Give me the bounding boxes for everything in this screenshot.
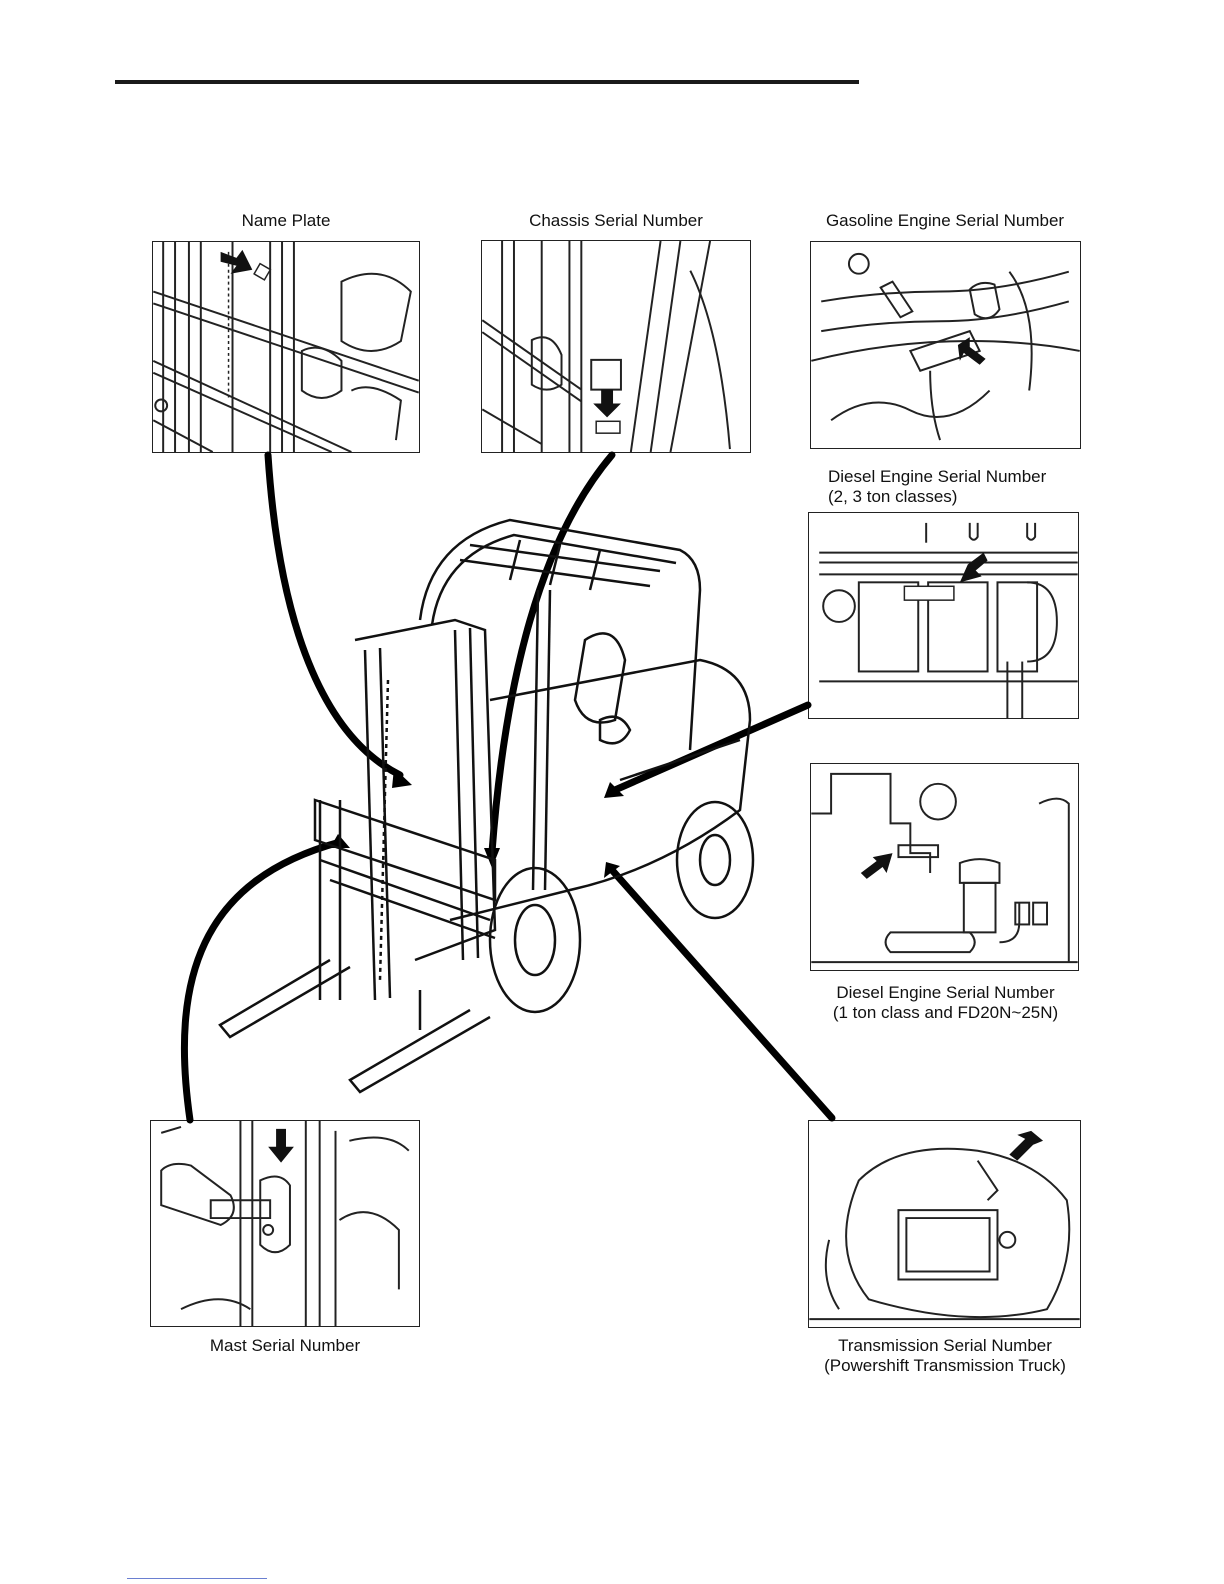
name-plate-panel (152, 241, 420, 453)
gasoline-engine-serial-label: Gasoline Engine Serial Number (805, 211, 1085, 231)
diesel-23-illustration (809, 513, 1078, 718)
diesel-engine-serial-23-label: Diesel Engine Serial Number (2, 3 ton cl… (828, 467, 1046, 507)
arrow-icon (593, 390, 621, 418)
transmission-line1: Transmission Serial Number (805, 1336, 1085, 1356)
name-plate-illustration (153, 242, 419, 452)
transmission-line2: (Powershift Transmission Truck) (805, 1356, 1085, 1376)
diesel-23-line2: (2, 3 ton classes) (828, 487, 1046, 507)
mast-serial-label: Mast Serial Number (150, 1336, 420, 1356)
diesel-1-line1: Diesel Engine Serial Number (808, 983, 1083, 1003)
chassis-serial-illustration (482, 241, 750, 452)
transmission-illustration (809, 1121, 1080, 1327)
chassis-serial-label: Chassis Serial Number (481, 211, 751, 231)
arrow-icon (861, 853, 893, 879)
arrow-icon (1009, 1131, 1043, 1161)
arrow-icon (221, 250, 253, 274)
diesel-1-illustration (811, 764, 1078, 970)
mast-serial-panel (150, 1120, 420, 1327)
diesel-23-line1: Diesel Engine Serial Number (828, 467, 1046, 487)
chassis-serial-panel (481, 240, 751, 453)
diesel-engine-serial-1-label: Diesel Engine Serial Number (1 ton class… (808, 983, 1083, 1023)
arrow-icon (960, 553, 988, 583)
gasoline-engine-serial-panel (810, 241, 1081, 449)
diesel-1-line2: (1 ton class and FD20N~25N) (808, 1003, 1083, 1023)
mast-serial-illustration (151, 1121, 419, 1326)
transmission-serial-label: Transmission Serial Number (Powershift T… (805, 1336, 1085, 1376)
diesel-engine-serial-1-panel (810, 763, 1079, 971)
gasoline-engine-illustration (811, 242, 1080, 448)
transmission-serial-panel (808, 1120, 1081, 1328)
name-plate-label: Name Plate (152, 211, 420, 231)
page-link-underline (127, 1578, 267, 1579)
diesel-engine-serial-23-panel (808, 512, 1079, 719)
header-rule (115, 80, 859, 84)
arrow-icon (268, 1129, 294, 1163)
